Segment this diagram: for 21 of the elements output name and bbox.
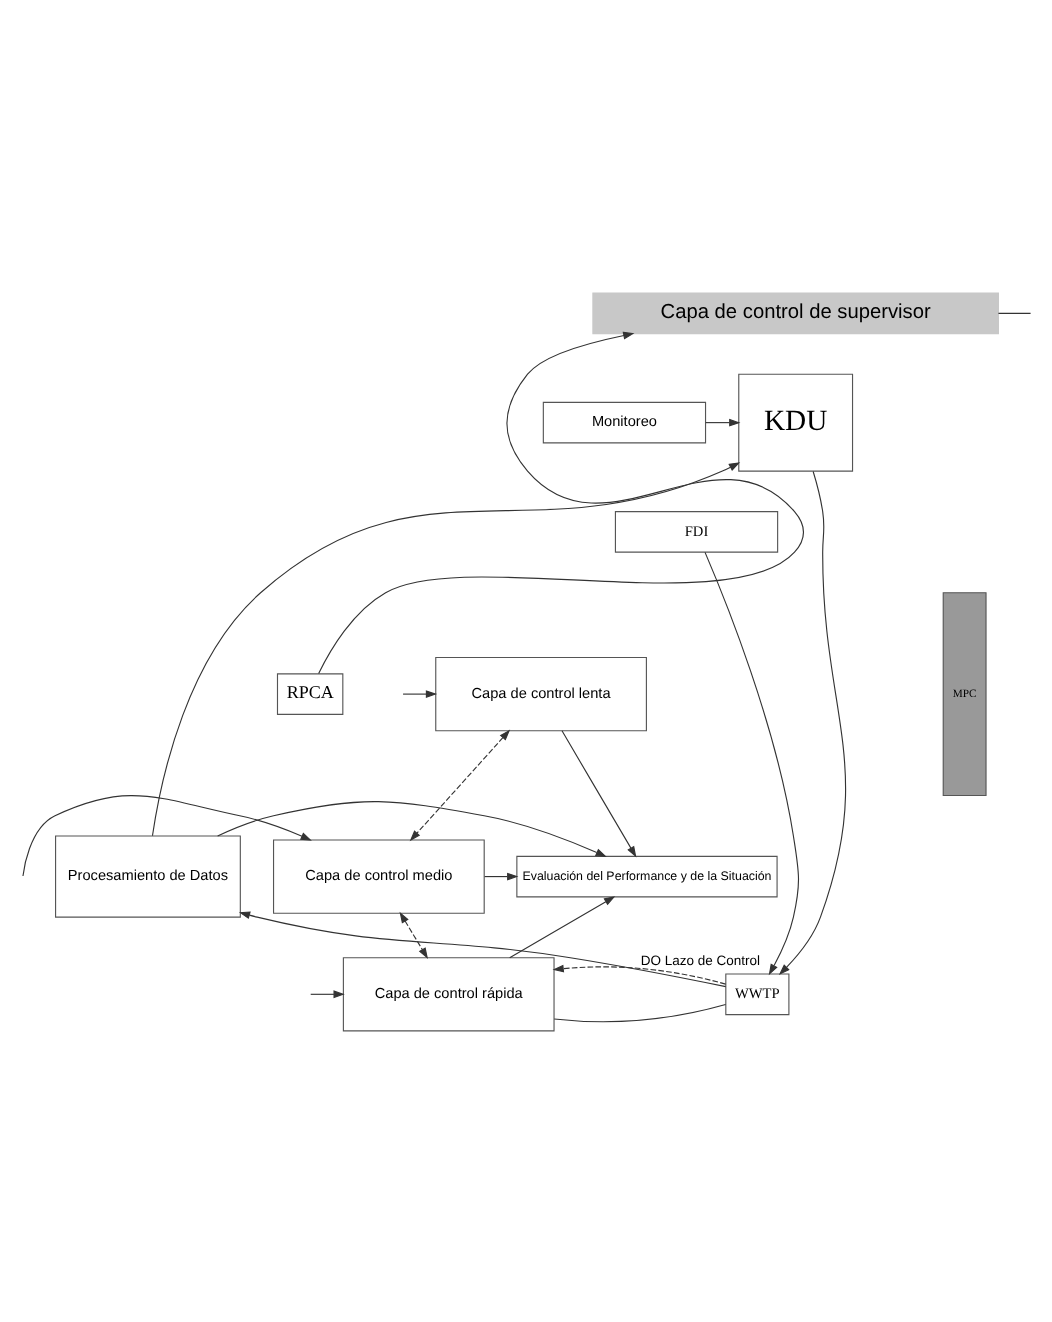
arrow (398, 910, 428, 958)
arrow (317, 330, 804, 674)
arrow (309, 989, 344, 998)
arrow (21, 794, 311, 876)
arrow (408, 728, 510, 841)
arrow (237, 910, 726, 987)
arrow (703, 550, 799, 975)
arrow (216, 800, 606, 856)
arrow (401, 689, 437, 698)
arrow (483, 871, 518, 880)
connector (996, 311, 1031, 313)
arrow (508, 895, 615, 958)
arrow (551, 963, 726, 984)
node-box: KDU (737, 372, 853, 471)
arrow (704, 417, 740, 426)
arrow (777, 469, 846, 974)
arrow (150, 461, 740, 836)
arrow (560, 729, 636, 857)
node-box: Capa de control de supervisor (591, 291, 998, 334)
node-box: RPCA (275, 672, 343, 714)
connector (552, 1002, 726, 1022)
